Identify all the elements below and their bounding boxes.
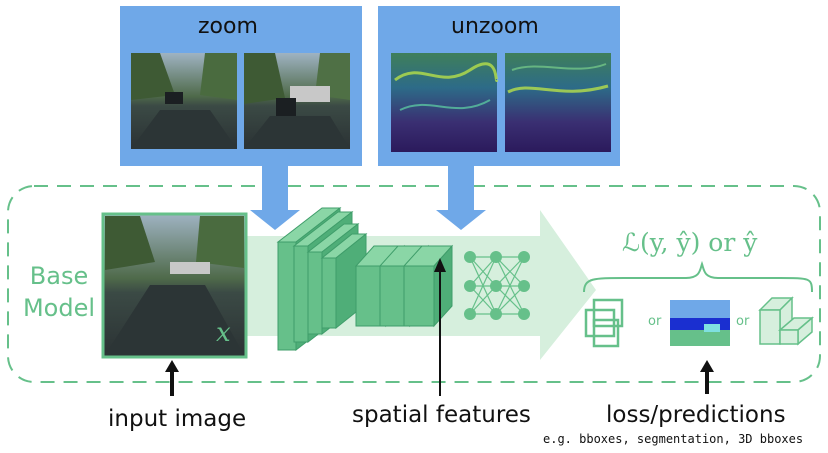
base-model-box [7,185,821,383]
zoom-label: zoom [198,14,258,39]
bbox-icon [584,298,624,348]
zoom-image-2 [244,53,350,149]
base-model-label: Base Model [22,262,96,322]
input-image [101,212,248,359]
input-variable-label: x [216,318,231,348]
unzoom-label: unzoom [451,14,539,39]
or-label-1: or [648,314,662,329]
segmentation-icon [670,300,730,346]
loss-predictions-label: loss/predictions [606,402,786,428]
input-image-label: input image [108,406,247,432]
zoom-image-1 [131,53,237,149]
unzoom-map-2 [505,53,611,152]
cnn-layers [276,206,454,352]
spatial-arrow-head [434,258,446,272]
predictions-brace [583,260,813,293]
examples-label: e.g. bboxes, segmentation, 3D bboxes [543,432,804,446]
spatial-features-label: spatial features [352,402,531,428]
unzoom-arrow [436,166,486,230]
or-label-2: or [736,314,750,329]
unzoom-map-1 [391,53,499,152]
input-arrow [165,360,179,396]
loss-formula-label: ℒ(y, ŷ) or ŷ [622,228,758,257]
fc-network [469,256,525,315]
bbox-3d-icon [758,296,815,346]
fc-nodes [464,251,530,320]
zoom-arrow [250,166,300,230]
loss-arrow [700,360,714,394]
